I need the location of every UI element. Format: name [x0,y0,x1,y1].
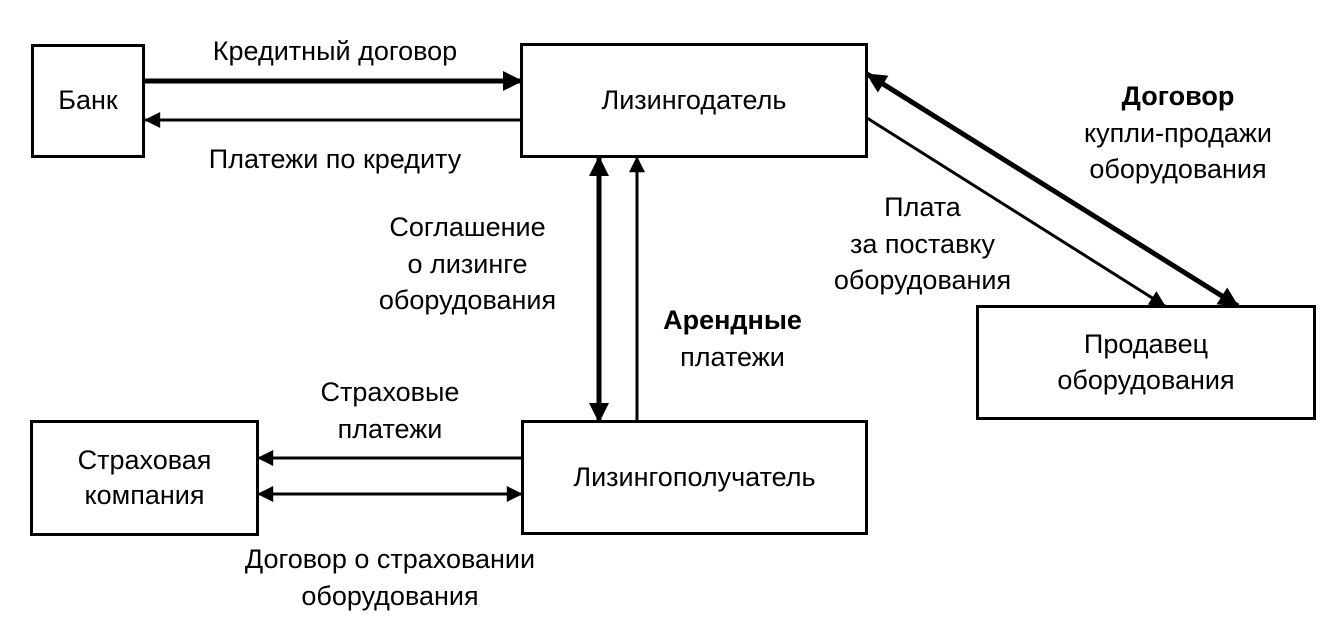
label-purchase-agreement-line-1: Договор [1121,81,1235,111]
node-lessor-label: Лизингодатель [601,84,787,115]
label-credit-agreement: Кредитный договор [170,33,500,70]
label-insurance-payments-line-1: Страховые [320,377,460,407]
label-supply-payment-line-3: оборудования [833,265,1012,296]
label-credit-payments-line-1: Платежи по кредиту [208,144,462,174]
label-purchase-agreement-line-3: оборудования [1089,154,1267,185]
label-purchase-agreement: Договор купли-продажи оборудования [1058,78,1298,188]
node-bank: Банк [31,44,145,158]
label-lease-payments: Арендные платежи [645,302,820,375]
label-lease-payments-line-1: Арендные [663,305,802,335]
label-purchase-agreement-line-2: купли-продажи [1083,117,1273,148]
node-insurer-label-line-1: Страховая [77,444,212,475]
node-bank-label: Банк [58,85,118,116]
label-credit-agreement-line-1: Кредитный договор [212,36,458,66]
label-supply-payment-line-1: Плата [884,192,961,222]
edge-supply-payment [866,116,1166,308]
label-insurance-agreement-line-1: Договор о страховании [244,544,536,574]
node-seller: Продавец оборудования [976,305,1316,420]
node-seller-label-line-2: оборудования [1057,364,1235,395]
node-lessee: Лизингополучатель [521,420,868,535]
label-supply-payment: Плата за поставку оборудования [805,189,1040,299]
label-leasing-agreement-line-3: оборудования [378,285,557,316]
label-leasing-agreement-line-2: о лизинге [407,248,528,279]
node-insurer-label-line-2: компания [84,480,205,510]
label-leasing-agreement: Соглашение о лизинге оборудования [350,209,585,319]
label-insurance-agreement-line-2: оборудования [301,580,479,611]
node-insurer: Страховая компания [30,420,259,536]
node-lessee-label: Лизингополучатель [573,461,816,492]
node-lessor: Лизингодатель [520,43,868,158]
label-lease-payments-line-2: платежи [680,341,785,372]
label-insurance-payments: Страховые платежи [300,374,480,447]
label-insurance-payments-line-2: платежи [337,413,443,444]
node-seller-label-line-1: Продавец [1083,329,1209,360]
label-credit-payments: Платежи по кредиту [165,141,505,178]
label-supply-payment-line-2: за поставку [849,228,996,259]
edge-purchase-agreement [865,71,1240,309]
label-leasing-agreement-line-1: Соглашение [389,212,546,242]
label-insurance-agreement: Договор о страховании оборудования [200,541,580,614]
